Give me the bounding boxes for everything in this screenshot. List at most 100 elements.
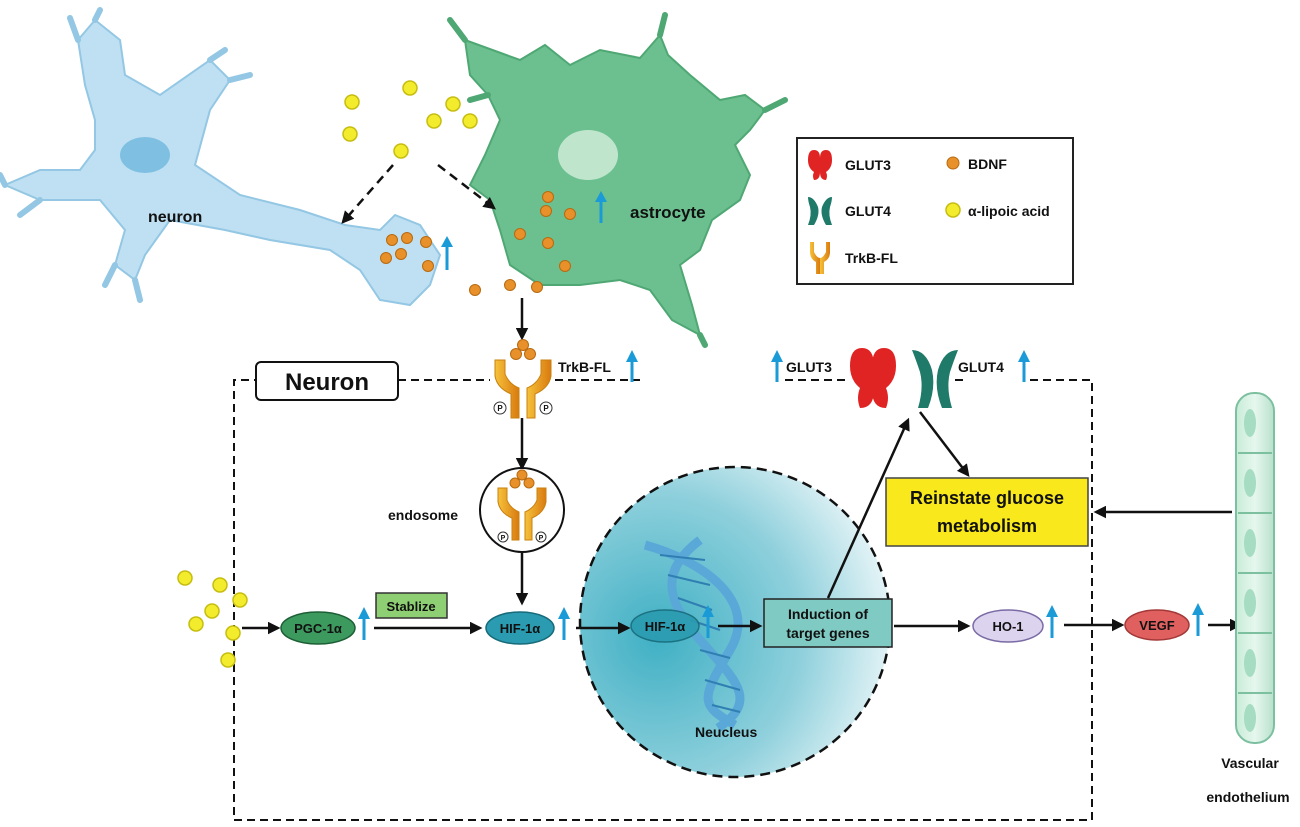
bdnf-dot bbox=[469, 284, 481, 296]
lipoic-acid-dot bbox=[426, 113, 442, 129]
hif-cyto-node bbox=[485, 611, 555, 645]
bdnf-dot bbox=[531, 281, 543, 293]
lipoic-acid-cluster-top bbox=[342, 80, 478, 159]
glut4-receptor-label: GLUT4 bbox=[958, 359, 1004, 375]
lipoic-acid-dot bbox=[220, 652, 236, 668]
hif-nuc-label: HIF-1α bbox=[645, 619, 686, 634]
glut3-receptor-label: GLUT3 bbox=[786, 359, 832, 375]
dashed-arrow-to-astrocyte bbox=[437, 164, 496, 210]
hif-cyto-label: HIF-1α bbox=[500, 621, 541, 636]
lipoic-acid-dot bbox=[232, 592, 248, 608]
dna-helix-icon bbox=[643, 536, 745, 732]
astrocyte-label: astrocyte bbox=[630, 203, 706, 222]
increase-arrow-glut3 bbox=[771, 350, 783, 382]
trkb-receptor-label: TrkB-FL bbox=[558, 359, 611, 375]
pgc-node bbox=[280, 611, 356, 645]
vascular-endothelium bbox=[1235, 392, 1275, 744]
neuron-cell-illustration: neuron bbox=[0, 7, 442, 307]
legend-trkb-label: TrkB-FL bbox=[845, 250, 898, 266]
pgc-label: PGC-1α bbox=[294, 621, 342, 636]
legend-glut3-icon bbox=[808, 150, 832, 180]
phospho-mark-right bbox=[539, 401, 553, 415]
lipoic-acid-dot bbox=[393, 143, 409, 159]
astrocyte-nucleus bbox=[558, 130, 618, 180]
increase-arrow-hif-cyto bbox=[558, 607, 570, 640]
legend-glut4-label: GLUT4 bbox=[845, 203, 891, 219]
increase-arrow-pgc bbox=[358, 607, 370, 640]
legend-lipoic-label: α-lipoic acid bbox=[968, 203, 1050, 219]
vegf-label: VEGF bbox=[1139, 618, 1174, 633]
trkb-receptor-membrane: P P bbox=[493, 339, 553, 419]
induction-label-line1: Induction of bbox=[788, 606, 868, 622]
increase-arrow-ho1 bbox=[1046, 605, 1058, 638]
phospho-text: P bbox=[543, 404, 549, 413]
reinstate-label-line2: metabolism bbox=[937, 516, 1037, 536]
glut4-transporter bbox=[912, 350, 958, 408]
stabilize-box bbox=[375, 592, 448, 619]
neuron-box-label-bg bbox=[255, 361, 399, 401]
legend-glut4-icon bbox=[808, 197, 832, 225]
bdnf-dot bbox=[542, 191, 554, 203]
increase-arrow-vegf bbox=[1192, 603, 1204, 636]
bdnf-dot bbox=[514, 228, 526, 240]
vascular-label-line2: endothelium bbox=[1206, 789, 1289, 805]
dashed-arrow-to-neuron bbox=[341, 164, 394, 224]
lipoic-acid-dot bbox=[212, 577, 228, 593]
bdnf-dot bbox=[559, 260, 571, 272]
legend: GLUT3 GLUT4 TrkB-FL BDNF α-lipoic acid bbox=[796, 137, 1074, 285]
bdnf-dot bbox=[422, 260, 434, 272]
lipoic-acid-dot bbox=[177, 570, 193, 586]
neuron-boundary bbox=[233, 379, 1093, 821]
arrow-glut-to-reinstate bbox=[919, 411, 970, 477]
increase-arrow-glut4 bbox=[1018, 350, 1030, 382]
lipoic-acid-dot bbox=[445, 96, 461, 112]
bdnf-dot bbox=[564, 208, 576, 220]
bdnf-cluster bbox=[380, 191, 576, 296]
legend-lipoic-dot bbox=[945, 202, 961, 218]
phospho-text: P bbox=[501, 535, 506, 542]
increase-arrow-trkb bbox=[626, 350, 638, 382]
lipoic-acid-cluster-left bbox=[177, 570, 248, 668]
bdnf-dot bbox=[386, 234, 398, 246]
neuron-box-label: Neuron bbox=[285, 369, 369, 396]
bdnf-dot bbox=[420, 236, 432, 248]
astrocyte-illustration: astrocyte bbox=[447, 12, 788, 348]
bdnf-dot bbox=[504, 279, 516, 291]
bdnf-dot bbox=[380, 252, 392, 264]
endosome: P P bbox=[479, 467, 565, 553]
bdnf-dot bbox=[395, 248, 407, 260]
astrocyte-body bbox=[463, 33, 767, 337]
bdnf-dot bbox=[540, 205, 552, 217]
legend-bdnf-label: BDNF bbox=[968, 156, 1007, 172]
stabilize-label: Stablize bbox=[386, 599, 435, 614]
legend-glut3-label: GLUT3 bbox=[845, 157, 891, 173]
lipoic-acid-dot bbox=[344, 94, 360, 110]
lipoic-acid-dot bbox=[342, 126, 358, 142]
lipoic-acid-dot bbox=[188, 616, 204, 632]
lipoic-acid-dot bbox=[402, 80, 418, 96]
phospho-text: P bbox=[497, 404, 503, 413]
vegf-node bbox=[1124, 609, 1190, 641]
phospho-text: P bbox=[539, 535, 544, 542]
neuron-cell-label: neuron bbox=[148, 209, 202, 226]
vascular-label-line1: Vascular bbox=[1221, 755, 1279, 771]
increase-arrow-neuron bbox=[441, 236, 453, 270]
reinstate-box bbox=[885, 477, 1089, 547]
ho1-node bbox=[972, 609, 1044, 643]
nucleus-label: Neucleus bbox=[695, 724, 757, 740]
induction-label-line2: target genes bbox=[786, 625, 869, 641]
endosome-label: endosome bbox=[388, 507, 458, 523]
arrow-induction-to-glut bbox=[826, 417, 910, 599]
glut3-transporter bbox=[850, 348, 896, 408]
ho1-label: HO-1 bbox=[992, 619, 1023, 634]
legend-trkb-icon bbox=[810, 242, 830, 274]
bdnf-dot bbox=[401, 232, 413, 244]
lipoic-acid-dot bbox=[225, 625, 241, 641]
lipoic-acid-dot bbox=[462, 113, 478, 129]
increase-arrow-hif-nuc bbox=[702, 605, 714, 638]
induction-box bbox=[763, 598, 893, 648]
phospho-mark-left bbox=[493, 401, 507, 415]
legend-bdnf-dot bbox=[946, 156, 960, 170]
lipoic-acid-dot bbox=[204, 603, 220, 619]
